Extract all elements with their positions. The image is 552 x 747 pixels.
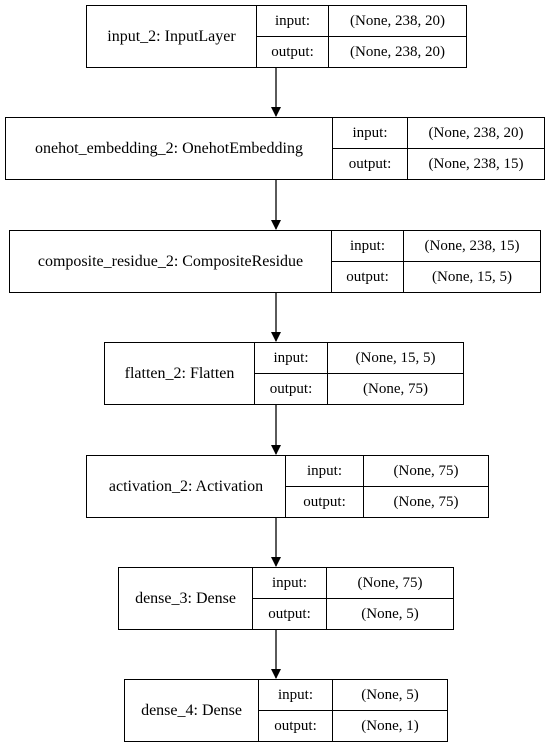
input-shape: (None, 75): [393, 462, 459, 479]
output-label: output:: [333, 149, 408, 179]
output-row: output: (None, 5): [253, 598, 453, 629]
input-shape: (None, 238, 20): [350, 12, 445, 29]
input-row: input: (None, 238, 20): [257, 6, 466, 36]
input-shape: (None, 15, 5): [355, 349, 436, 366]
output-label: output:: [259, 711, 333, 741]
output-shape: (None, 238, 20): [350, 43, 445, 60]
input-row: input: (None, 238, 20): [333, 118, 544, 148]
output-row: output: (None, 75): [255, 373, 463, 404]
layer-io-table: input: (None, 238, 20) output: (None, 238, …: [333, 118, 544, 179]
output-label: output:: [257, 37, 329, 67]
input-shape: (None, 75): [357, 574, 423, 591]
input-row: input: (None, 75): [286, 456, 488, 486]
output-row: output: (None, 15, 5): [332, 261, 540, 292]
output-row: output: (None, 238, 20): [257, 36, 466, 67]
output-shape: (None, 75): [363, 380, 428, 397]
output-shape: (None, 15, 5): [432, 268, 512, 285]
output-shape: (None, 5): [361, 605, 419, 622]
layer-io-table: input: (None, 5) output: (None, 1): [259, 680, 447, 741]
input-label: input:: [255, 343, 328, 373]
layer-io-table: input: (None, 238, 15) output: (None, 15, 5…: [332, 231, 540, 292]
output-shape: (None, 75): [393, 493, 459, 510]
layer-name: onehot_embedding_2: OnehotEmbedding: [6, 118, 333, 179]
input-shape: (None, 5): [361, 686, 419, 703]
layer-io-table: input: (None, 75) output: (None, 75): [286, 456, 488, 517]
input-shape: (None, 238, 15): [424, 237, 520, 254]
layer-name: composite_residue_2: CompositeResidue: [10, 231, 332, 292]
input-label: input:: [259, 680, 333, 710]
layer-name: dense_4: Dense: [125, 680, 259, 741]
input-row: input: (None, 15, 5): [255, 343, 463, 373]
layer-name: dense_3: Dense: [119, 568, 253, 629]
output-row: output: (None, 1): [259, 710, 447, 741]
output-label: output:: [255, 374, 328, 404]
output-shape: (None, 1): [361, 717, 419, 734]
output-label: output:: [253, 599, 327, 629]
input-label: input:: [333, 118, 408, 148]
output-label: output:: [286, 487, 364, 517]
layer-io-table: input: (None, 75) output: (None, 5): [253, 568, 453, 629]
layer-name: input_2: InputLayer: [87, 6, 257, 67]
input-label: input:: [286, 456, 364, 486]
input-label: input:: [257, 6, 329, 36]
input-label: input:: [332, 231, 404, 261]
output-shape: (None, 238, 15): [428, 155, 524, 172]
layer-name: activation_2: Activation: [87, 456, 286, 517]
layer-io-table: input: (None, 238, 20) output: (None, 238, …: [257, 6, 466, 67]
output-row: output: (None, 238, 15): [333, 148, 544, 179]
input-row: input: (None, 238, 15): [332, 231, 540, 261]
output-label: output:: [332, 262, 404, 292]
layer-name: flatten_2: Flatten: [105, 343, 255, 404]
input-row: input: (None, 75): [253, 568, 453, 598]
input-label: input:: [253, 568, 327, 598]
output-row: output: (None, 75): [286, 486, 488, 517]
layer-io-table: input: (None, 15, 5) output: (None, 75): [255, 343, 463, 404]
input-row: input: (None, 5): [259, 680, 447, 710]
input-shape: (None, 238, 20): [428, 124, 524, 141]
